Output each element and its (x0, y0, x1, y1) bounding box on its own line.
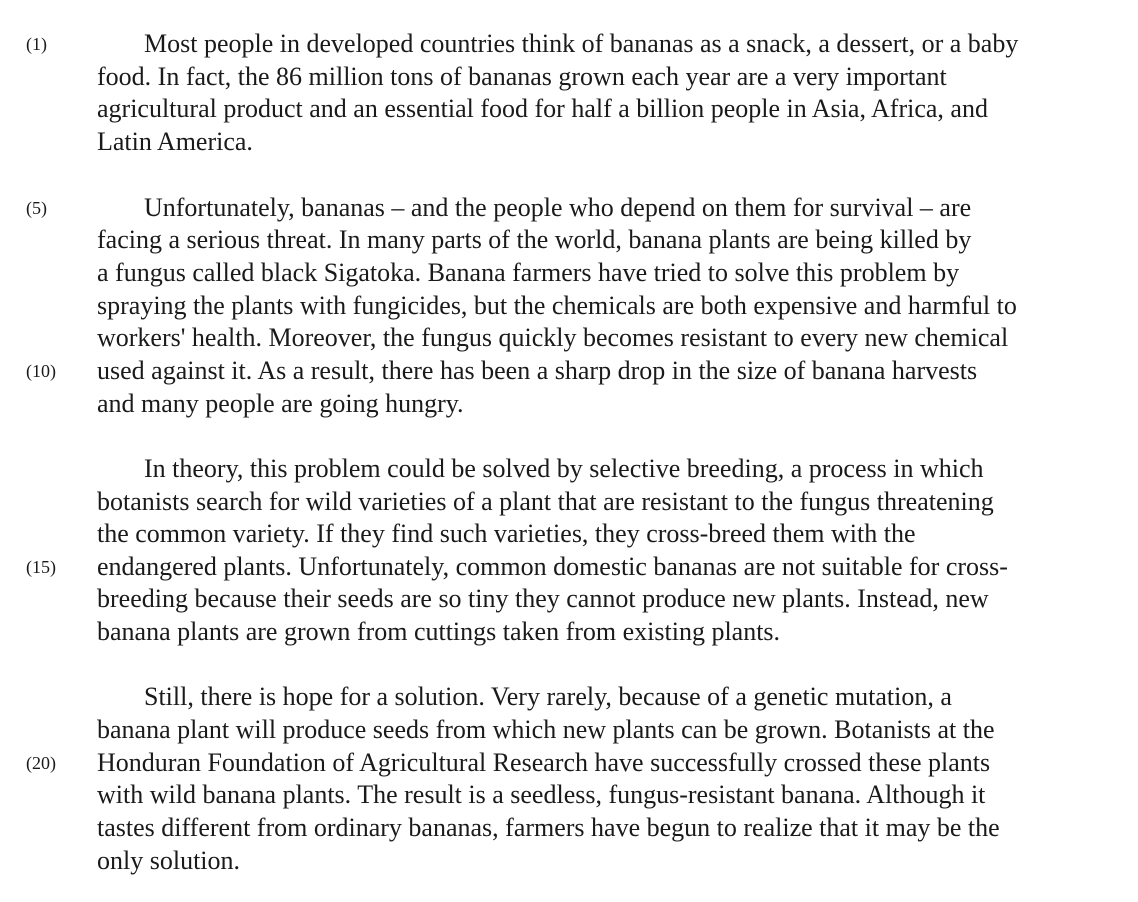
text-line: with wild banana plants. The result is a… (97, 780, 986, 809)
line-number-5: (5) (26, 198, 47, 218)
text-line: Latin America. (97, 127, 253, 156)
line-number-10: (10) (26, 361, 56, 381)
text-line: botanists search for wild varieties of a… (97, 487, 994, 516)
text-line: the common variety. If they find such va… (97, 519, 916, 548)
line-number-20: (20) (26, 753, 56, 773)
text-line: In theory, this problem could be solved … (144, 454, 984, 483)
text-line: only solution. (97, 846, 241, 875)
line-number-15: (15) (26, 557, 56, 577)
text-line: and many people are going hungry. (97, 389, 464, 418)
text-line: Still, there is hope for a solution. Ver… (144, 682, 952, 711)
text-line: banana plants are grown from cuttings ta… (97, 617, 781, 646)
text-line: agricultural product and an essential fo… (97, 94, 988, 123)
text-line: workers' health. Moreover, the fungus qu… (97, 323, 1009, 352)
text-line: a fungus called black Sigatoka. Banana f… (97, 258, 960, 287)
text-line: tastes different from ordinary bananas, … (97, 813, 1000, 842)
text-line: breeding because their seeds are so tiny… (97, 584, 989, 613)
text-line: facing a serious threat. In many parts o… (97, 225, 972, 254)
text-line: Honduran Foundation of Agricultural Rese… (97, 748, 991, 777)
text-line: Most people in developed countries think… (144, 29, 1019, 58)
text-line: food. In fact, the 86 million tons of ba… (97, 62, 947, 91)
line-number-1: (1) (26, 34, 47, 54)
text-line: Unfortunately, bananas – and the people … (144, 193, 972, 222)
text-line: used against it. As a result, there has … (97, 356, 978, 385)
text-line: banana plant will produce seeds from whi… (97, 715, 995, 744)
text-line: endangered plants. Unfortunately, common… (97, 552, 1008, 581)
text-line: spraying the plants with fungicides, but… (97, 291, 1017, 320)
